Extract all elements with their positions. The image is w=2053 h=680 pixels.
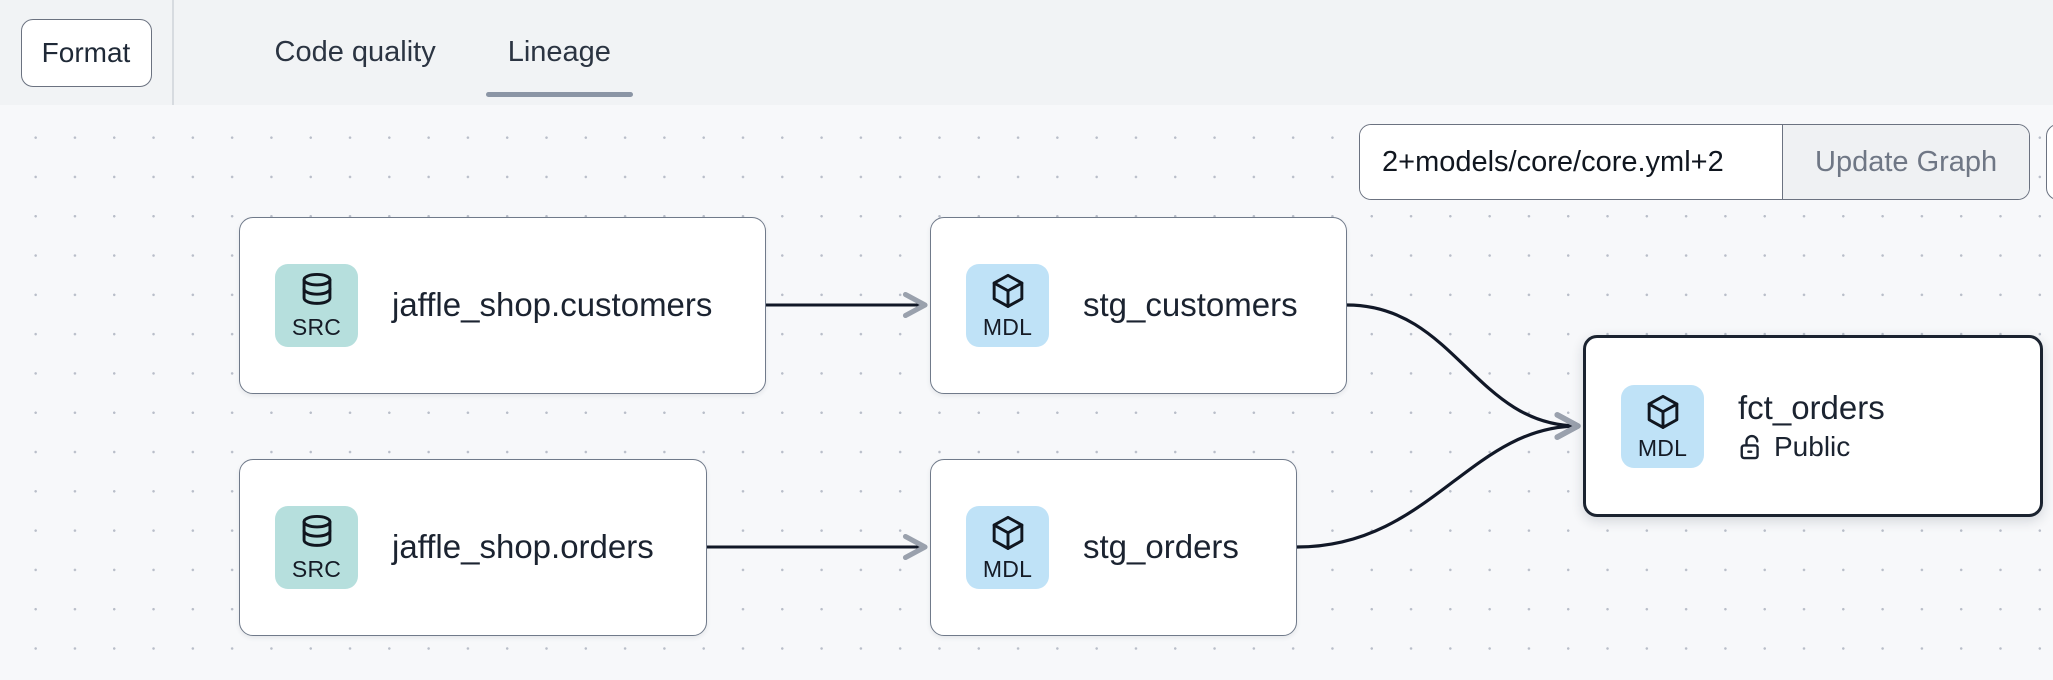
cube-icon xyxy=(992,515,1023,550)
node-body: jaffle_shop.orders xyxy=(392,528,654,567)
toolbar-left-section: Format xyxy=(0,0,172,105)
tab-lineage-underline xyxy=(485,92,633,97)
badge-src-label: SRC xyxy=(291,314,342,340)
graph-controls: Update Graph xyxy=(1359,124,2031,200)
unlock-icon xyxy=(1740,434,1759,460)
badge-mdl: MDL xyxy=(966,506,1049,589)
node-access-label: Public xyxy=(1774,431,1851,463)
node-title: fct_orders xyxy=(1738,388,1885,426)
update-graph-button[interactable]: Update Graph xyxy=(1782,125,2030,199)
model-selector-input[interactable] xyxy=(1360,125,1782,199)
tab-code-quality-label: Code quality xyxy=(274,36,436,68)
lineage-canvas[interactable]: SRC jaffle_shop.customers MDL stg_custom… xyxy=(0,105,2053,680)
lineage-node-jaffle-shop-customers[interactable]: SRC jaffle_shop.customers xyxy=(239,217,766,394)
cube-icon xyxy=(1647,394,1678,429)
lineage-node-fct-orders[interactable]: MDL fct_orders Public xyxy=(1583,335,2043,517)
badge-src: SRC xyxy=(275,264,358,347)
tab-lineage-label: Lineage xyxy=(507,36,611,68)
lineage-node-jaffle-shop-orders[interactable]: SRC jaffle_shop.orders xyxy=(239,459,707,636)
node-title: jaffle_shop.orders xyxy=(392,528,654,566)
database-icon xyxy=(302,514,331,547)
toolbar-divider xyxy=(172,0,174,105)
node-body: jaffle_shop.customers xyxy=(392,286,712,325)
node-title: stg_customers xyxy=(1083,286,1298,324)
edge-stg-orders-to-fct-orders xyxy=(1296,412,1581,549)
database-icon xyxy=(302,272,331,305)
badge-src: SRC xyxy=(275,506,358,589)
toolbar: Format Code quality Lineage xyxy=(0,0,2053,105)
node-title: stg_orders xyxy=(1083,528,1239,566)
lineage-node-stg-customers[interactable]: MDL stg_customers xyxy=(930,217,1347,394)
cube-icon xyxy=(992,273,1023,308)
tab-code-quality[interactable]: Code quality xyxy=(239,0,472,105)
graph-side-control[interactable] xyxy=(2046,124,2053,200)
badge-mdl-label: MDL xyxy=(982,556,1033,582)
tab-bar: Code quality Lineage xyxy=(174,0,2053,105)
model-selector-group: Update Graph xyxy=(1359,124,2031,200)
tab-lineage[interactable]: Lineage xyxy=(472,0,647,105)
badge-src-label: SRC xyxy=(291,556,342,582)
node-access-badge: Public xyxy=(1738,431,1885,463)
lineage-node-stg-orders[interactable]: MDL stg_orders xyxy=(930,459,1297,636)
badge-mdl: MDL xyxy=(1621,384,1704,468)
node-body: fct_orders Public xyxy=(1738,389,1885,464)
edge-stg-customers-to-fct-orders xyxy=(1346,303,1581,440)
node-body: stg_orders xyxy=(1083,528,1239,567)
node-title: jaffle_shop.customers xyxy=(392,286,713,324)
format-button[interactable]: Format xyxy=(20,18,152,87)
tab-code-quality-underline xyxy=(253,92,458,97)
node-body: stg_customers xyxy=(1083,286,1298,325)
badge-mdl-label: MDL xyxy=(982,314,1033,340)
badge-mdl: MDL xyxy=(966,264,1049,347)
badge-mdl-label: MDL xyxy=(1637,434,1688,461)
